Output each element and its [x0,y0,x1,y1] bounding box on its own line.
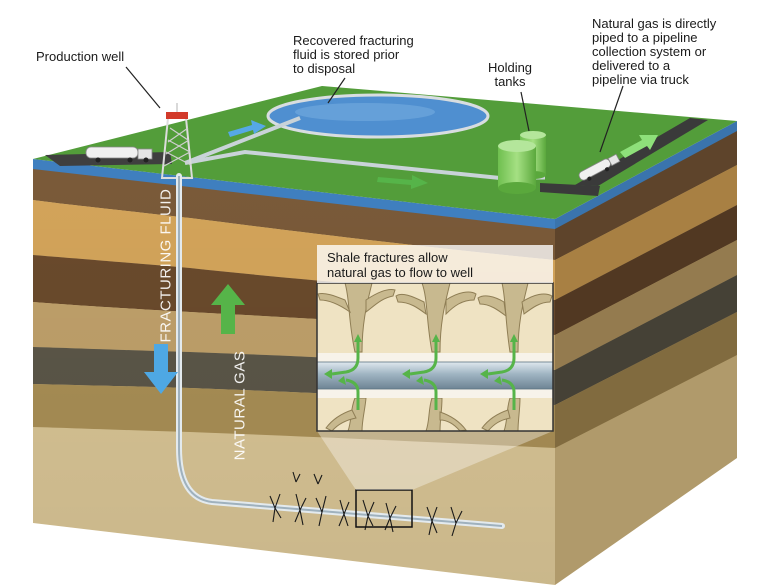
natural-gas-piped-label-line: piped to a pipeline [592,30,698,45]
fracturing-fluid-label: FRACTURING FLUID [157,188,175,343]
natural-gas-piped-label-line: Natural gas is directly [592,16,717,31]
holding-tanks-label: Holding tanks [474,61,546,89]
drilling-rig-icon [160,103,194,179]
fracture-icon [269,471,463,537]
fluid-down-arrow [144,344,178,394]
natural-gas-piped-label: Natural gas is directly piped to a pipel… [592,17,716,87]
flow-arrow-icon [620,135,658,158]
side-strata [555,127,737,585]
leader-lines [125,66,624,153]
tanker-truck-icon [578,153,621,181]
tanker-truck-icon [85,146,153,163]
flow-arrow-icon [228,120,266,137]
wellbore [176,173,505,529]
natural-gas-label: NATURAL GAS [231,350,249,461]
holding-tanks-label-line: tanks [494,74,526,89]
shale-fractures-label-line: Shale fractures allow [327,250,448,265]
natural-gas-piped-label-line: pipeline via truck [592,72,689,87]
shale-inset [316,282,554,432]
production-well-label: Production well [36,50,124,64]
recovered-fluid-label-line: to disposal [293,61,356,76]
surface-pipe [184,116,301,165]
recovered-fluid-label-line: Recovered fracturing [293,33,414,48]
recovered-fluid-label-line: fluid is stored prior [293,47,400,62]
zoom-box [355,489,413,528]
flow-arrow-icon [377,175,428,189]
shale-fractures-label: Shale fractures allow natural gas to flo… [317,245,553,283]
production-well-label-line: Production well [36,49,125,64]
gas-up-arrow [211,284,245,334]
holding-tank-icon [498,131,546,194]
recovered-fluid-label: Recovered fracturing fluid is stored pri… [293,34,414,76]
surface [33,86,737,229]
shale-fractures-label-line: natural gas to flow to well [327,265,473,280]
natural-gas-piped-label-line: delivered to a [592,58,671,73]
holding-tanks-label-line: Holding [487,60,533,75]
natural-gas-piped-label-line: collection system or [592,44,707,59]
